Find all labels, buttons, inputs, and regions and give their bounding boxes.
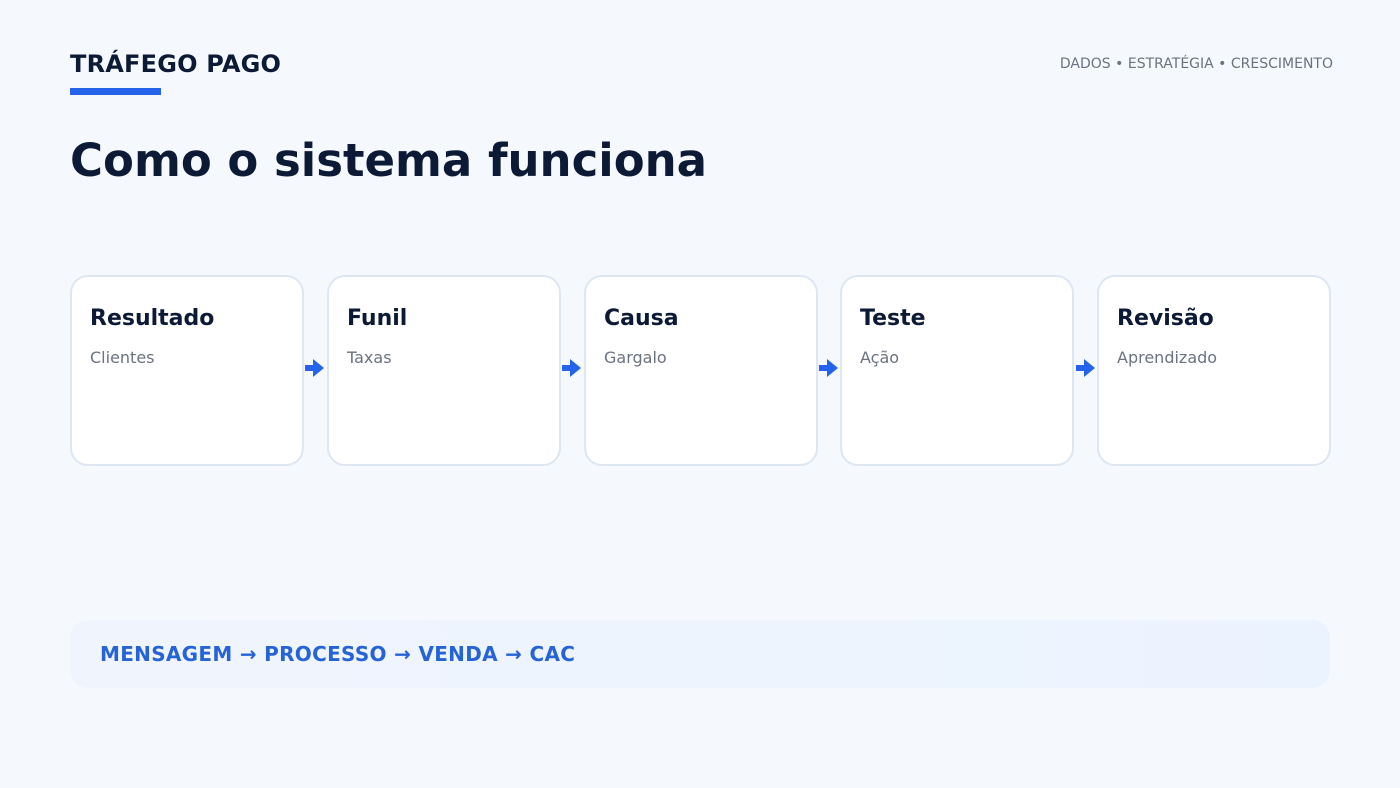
step-subtitle: Aprendizado [1117, 348, 1218, 367]
step-card-funil: Funil Taxas [327, 275, 561, 466]
step-card-revisao: Revisão Aprendizado [1097, 275, 1331, 466]
brand-underline [70, 88, 161, 95]
step-card-resultado: Resultado Clientes [70, 275, 304, 466]
step-card-teste: Teste Ação [840, 275, 1074, 466]
tagline: DADOS • ESTRATÉGIA • CRESCIMENTO [1059, 56, 1333, 72]
step-subtitle: Gargalo [604, 348, 667, 367]
step-subtitle: Ação [860, 348, 900, 367]
arrow-right-icon [1076, 359, 1095, 377]
page-title: Como o sistema funciona [70, 134, 708, 187]
step-title: Teste [860, 306, 926, 331]
step-title: Funil [347, 306, 408, 331]
step-title: Causa [604, 306, 679, 331]
step-title: Resultado [90, 306, 215, 331]
summary-banner: MENSAGEM → PROCESSO → VENDA → CAC [70, 620, 1330, 688]
step-subtitle: Clientes [90, 348, 155, 367]
brand-title: TRÁFEGO PAGO [70, 50, 282, 78]
step-title: Revisão [1117, 306, 1214, 331]
summary-banner-text: MENSAGEM → PROCESSO → VENDA → CAC [100, 642, 576, 666]
step-subtitle: Taxas [347, 348, 392, 367]
process-flow: Resultado Clientes Funil Taxas Causa Gar… [70, 275, 1331, 466]
arrow-right-icon [562, 359, 581, 377]
step-card-causa: Causa Gargalo [584, 275, 818, 466]
arrow-right-icon [819, 359, 838, 377]
arrow-right-icon [305, 359, 324, 377]
